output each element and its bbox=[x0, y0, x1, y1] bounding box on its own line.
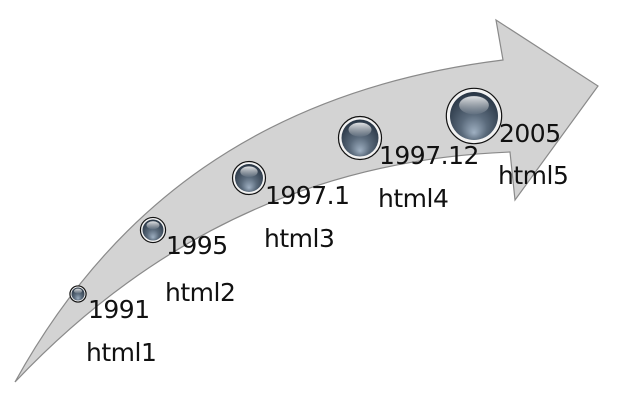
milestone-year: 1997.12 bbox=[379, 141, 479, 170]
milestone-year: 1997.1 bbox=[265, 181, 350, 210]
milestone-bubble-icon bbox=[231, 160, 267, 196]
milestone-year: 1995 bbox=[166, 231, 228, 260]
milestone-bubble-icon bbox=[69, 285, 87, 303]
milestone-version: html2 bbox=[165, 278, 236, 307]
bubble-highlight bbox=[146, 221, 160, 230]
milestone-markers bbox=[69, 87, 503, 303]
bubble-highlight bbox=[73, 288, 83, 294]
milestone-bubble-icon bbox=[139, 216, 167, 244]
bubble-highlight bbox=[348, 122, 372, 137]
bubble-highlight bbox=[240, 166, 258, 178]
milestone-version: html3 bbox=[264, 224, 335, 253]
milestone-bubble-icon bbox=[337, 115, 383, 161]
milestone-year: 2005 bbox=[499, 119, 561, 148]
milestone-version: html4 bbox=[378, 184, 449, 213]
milestone-version: html5 bbox=[498, 161, 569, 190]
milestone-version: html1 bbox=[86, 338, 157, 367]
bubble-highlight bbox=[459, 96, 489, 115]
milestone-bubble-icon bbox=[445, 87, 503, 145]
milestone-year: 1991 bbox=[88, 295, 150, 324]
